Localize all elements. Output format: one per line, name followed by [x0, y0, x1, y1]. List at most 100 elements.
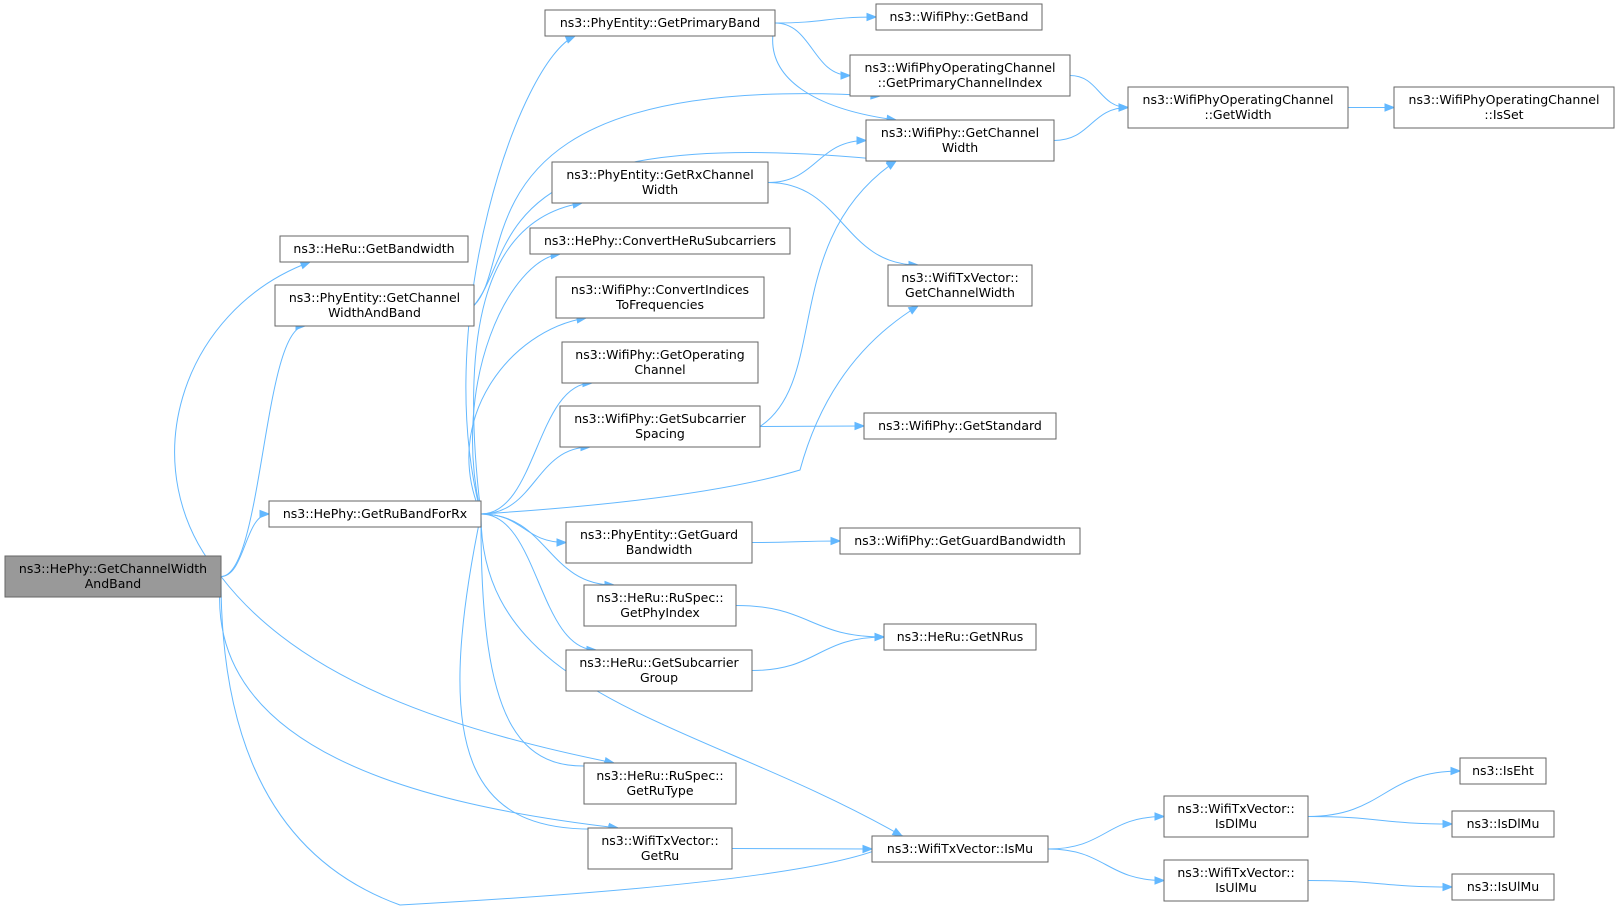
edge-wifiphyoperatingchannel-getprimarychannelindex-to-wifiphyoperatingchannel-getwidth: [1069, 75, 1129, 108]
edge-hephy-getrubandforrx-to-heru-getsubcarriergroup: [480, 513, 597, 651]
edge-arrowhead: [866, 12, 878, 22]
node-label: Group: [640, 670, 678, 685]
node-wifitxvector-isulmu[interactable]: ns3::WifiTxVector::IsUlMu: [1163, 859, 1309, 902]
edge-phyentity-getprimaryband-to-wifiphy-getchannelwidth: [772, 22, 897, 121]
node-wifiphyoperatingchannel-getprimarychannelindex[interactable]: ns3::WifiPhyOperatingChannel::GetPrimary…: [849, 54, 1071, 97]
node-wifiphy-getband[interactable]: ns3::WifiPhy::GetBand: [875, 3, 1043, 31]
node-wifiphy-getguardbandwidth[interactable]: ns3::WifiPhy::GetGuardBandwidth: [839, 527, 1081, 555]
function-nodes: ns3::HePhy::GetChannelWidthAndBandns3::H…: [4, 3, 1615, 902]
node-label: ns3::WifiPhy::GetSubcarrier: [574, 411, 746, 426]
node-wifiphy-getstandard[interactable]: ns3::WifiPhy::GetStandard: [863, 412, 1057, 440]
edge-arrowhead: [856, 136, 868, 145]
node-box: [1459, 757, 1547, 785]
node-label: ns3::HePhy::GetRuBandForRx: [283, 506, 467, 521]
edge-hephy-getrubandforrx-to-heru-ruspec-getphyindex: [480, 513, 615, 586]
node-box: [849, 54, 1071, 97]
edge-arrowhead: [1384, 103, 1396, 112]
node-box: [1451, 873, 1555, 901]
edge-root-to-wifitxvector-getru: [219, 576, 619, 829]
node-wifitxvector-isdlmu[interactable]: ns3::WifiTxVector::IsDlMu: [1163, 795, 1309, 838]
node-label: ns3::IsEht: [1472, 763, 1534, 778]
edge-phyentity-getguardbandwidth-to-wifiphy-getguardbandwidth: [751, 540, 841, 543]
edge-heru-getsubcarriergroup-to-heru-getnrus: [751, 636, 885, 671]
node-isdlmu[interactable]: ns3::IsDlMu: [1451, 810, 1555, 838]
node-box: [883, 623, 1037, 651]
node-box: [1451, 810, 1555, 838]
node-box: [561, 341, 759, 384]
node-box: [1127, 86, 1349, 129]
edge-root-to-heru-getbandwidth: [174, 261, 311, 577]
node-box: [871, 835, 1049, 863]
node-label: GetRu: [641, 848, 679, 863]
node-box: [268, 500, 482, 528]
edge-arrowhead: [907, 305, 920, 315]
node-phyentity-getprimaryband[interactable]: ns3::PhyEntity::GetPrimaryBand: [544, 9, 776, 37]
node-box: [865, 119, 1055, 162]
node-heru-getbandwidth[interactable]: ns3::HeRu::GetBandwidth: [279, 235, 469, 263]
node-heru-ruspec-getrutype[interactable]: ns3::HeRu::RuSpec::GetRuType: [583, 762, 737, 805]
node-wifitxvector-getru[interactable]: ns3::WifiTxVector::GetRu: [587, 827, 733, 870]
node-label: ns3::HeRu::GetSubcarrier: [579, 655, 739, 670]
edge-hephy-getrubandforrx-to-phyentity-getguardbandwidth: [480, 513, 567, 543]
node-label: ns3::WifiPhy::GetBand: [890, 9, 1029, 24]
edge-arrowhead: [840, 71, 852, 80]
edge-wifitxvector-isdlmu-to-isdlmu: [1307, 816, 1453, 825]
node-label: ns3::WifiTxVector::: [901, 270, 1018, 285]
node-box: [529, 227, 791, 255]
edge-hephy-getrubandforrx-to-wifiphy-getsubcarrierspacing: [480, 446, 591, 515]
node-label: ns3::WifiPhyOperatingChannel: [1143, 92, 1334, 107]
edge-arrowhead: [564, 35, 577, 44]
node-iseht[interactable]: ns3::IsEht: [1459, 757, 1547, 785]
node-box: [887, 264, 1033, 307]
node-wifiphyoperatingchannel-getwidth[interactable]: ns3::WifiPhyOperatingChannel::GetWidth: [1127, 86, 1349, 129]
node-wifiphy-getchannelwidth[interactable]: ns3::WifiPhy::GetChannelWidth: [865, 119, 1055, 162]
edge-wifiphy-getsubcarrierspacing-to-wifiphy-getstandard: [759, 425, 865, 427]
node-wifitxvector-ismu[interactable]: ns3::WifiTxVector::IsMu: [871, 835, 1049, 863]
node-isulmu[interactable]: ns3::IsUlMu: [1451, 873, 1555, 901]
edge-arrowhead: [299, 261, 312, 270]
node-label: ns3::WifiPhyOperatingChannel: [1409, 92, 1600, 107]
edge-hephy-getrubandforrx-to-wifitxvector-getchannelwidth: [480, 305, 919, 515]
node-label: ns3::PhyEntity::GetGuard: [580, 527, 738, 542]
node-label: ns3::HePhy::ConvertHeRuSubcarriers: [544, 233, 776, 248]
node-box: [551, 161, 769, 204]
node-wifitxvector-getchannelwidth[interactable]: ns3::WifiTxVector::GetChannelWidth: [887, 264, 1033, 307]
node-label: ns3::HeRu::RuSpec::: [596, 768, 723, 783]
edge-hephy-getrubandforrx-to-wifitxvector-ismu: [480, 513, 903, 837]
edge-wifiphy-getchannelwidth-to-wifiphyoperatingchannel-getwidth: [1053, 107, 1129, 141]
node-box: [587, 827, 733, 870]
node-label: WidthAndBand: [328, 305, 421, 320]
node-box: [839, 527, 1081, 555]
node-heru-ruspec-getphyindex[interactable]: ns3::HeRu::RuSpec::GetPhyIndex: [583, 584, 737, 627]
node-hephy-convertherusubcarriers[interactable]: ns3::HePhy::ConvertHeRuSubcarriers: [529, 227, 791, 255]
node-label: ns3::WifiTxVector::IsMu: [887, 841, 1033, 856]
edge-arrowhead: [556, 538, 568, 547]
node-phyentity-getguardbandwidth[interactable]: ns3::PhyEntity::GetGuardBandwidth: [565, 521, 753, 564]
node-label: Width: [942, 140, 978, 155]
node-label: ns3::PhyEntity::GetPrimaryBand: [560, 15, 760, 30]
node-box: [544, 9, 776, 37]
node-label: Bandwidth: [626, 542, 693, 557]
node-wifiphy-convertindicestofrequencies[interactable]: ns3::WifiPhy::ConvertIndicesToFrequencie…: [555, 276, 765, 319]
node-box: [4, 555, 222, 598]
edge-wifitxvector-isulmu-to-isulmu: [1307, 880, 1453, 888]
node-label: ns3::IsDlMu: [1467, 816, 1540, 831]
node-label: ns3::WifiPhy::GetOperating: [575, 347, 744, 362]
node-heru-getnrus[interactable]: ns3::HeRu::GetNRus: [883, 623, 1037, 651]
node-wifiphyoperatingchannel-isset[interactable]: ns3::WifiPhyOperatingChannel::IsSet: [1393, 86, 1615, 129]
node-box: [1393, 86, 1615, 129]
node-box: [583, 762, 737, 805]
edge-arrowhead: [891, 827, 904, 837]
node-label: ns3::HeRu::RuSpec::: [596, 590, 723, 605]
edge-wifitxvector-ismu-to-wifitxvector-isdlmu: [1047, 816, 1165, 850]
node-label: Spacing: [635, 426, 685, 441]
node-hephy-getrubandforrx[interactable]: ns3::HePhy::GetRuBandForRx: [268, 500, 482, 528]
node-label: Width: [642, 182, 678, 197]
